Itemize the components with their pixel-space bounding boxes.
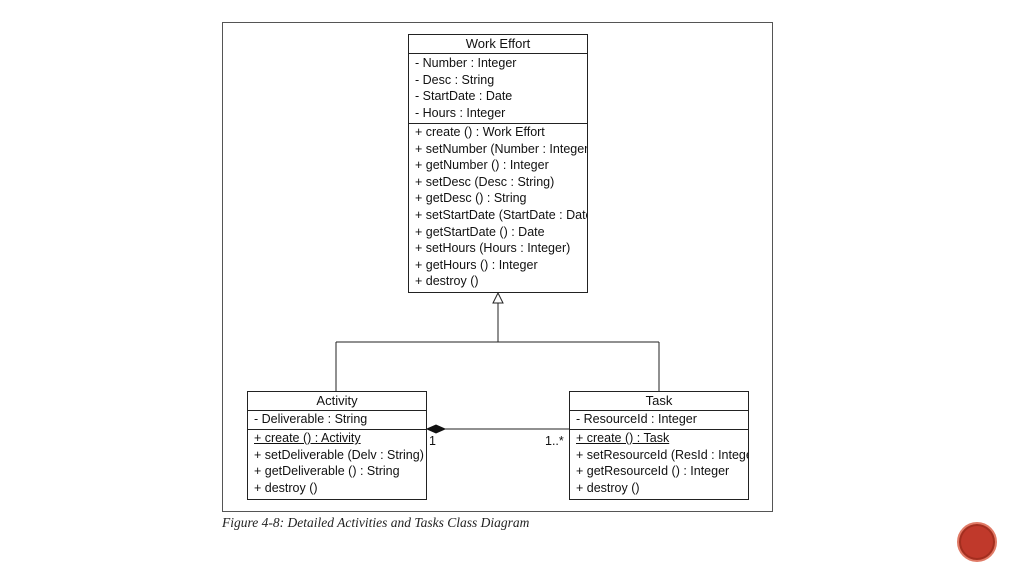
class-name: Task [570, 392, 748, 411]
class-operations: + create () : Work Effort + setNumber (N… [409, 124, 587, 292]
operation: + getHours () : Integer [415, 257, 538, 272]
attribute: - StartDate : Date [415, 89, 513, 104]
operation: + getStartDate () : Date [415, 224, 545, 239]
operation: + setStartDate (StartDate : Date) [415, 207, 587, 222]
slide-number-badge [957, 522, 997, 562]
class-name: Activity [248, 392, 426, 411]
operation: + destroy () [576, 480, 640, 495]
multiplicity-task: 1..* [545, 434, 564, 448]
attribute: - ResourceId : Integer [576, 412, 697, 426]
attribute: - Desc : String [415, 72, 495, 87]
operation: + getResourceId () : Integer [576, 464, 730, 479]
class-attributes: - ResourceId : Integer [570, 411, 748, 430]
operation: + getNumber () : Integer [415, 158, 549, 173]
attribute: - Deliverable : String [254, 412, 368, 426]
class-name: Work Effort [409, 35, 587, 54]
operation: + destroy () [254, 480, 318, 495]
class-attributes: - Deliverable : String [248, 411, 426, 430]
operation: + destroy () [415, 274, 479, 289]
class-attributes: - Number : Integer - Desc : String - Sta… [409, 54, 587, 124]
class-operations: + create () : Task + setResourceId (ResI… [570, 430, 748, 498]
attribute: - Hours : Integer [415, 105, 506, 120]
figure-caption: Figure 4-8: Detailed Activities and Task… [222, 515, 530, 530]
operation: + setDesc (Desc : String) [415, 174, 555, 189]
multiplicity-activity: 1 [429, 434, 436, 448]
class-activity: Activity - Deliverable : String + create… [247, 391, 427, 500]
operation: + setResourceId (ResId : Integer) [576, 447, 748, 462]
operation: + getDeliverable () : String [254, 464, 400, 479]
operation: + setNumber (Number : Integer) [415, 141, 587, 156]
class-work-effort: Work Effort - Number : Integer - Desc : … [408, 34, 588, 293]
class-operations: + create () : Activity + setDeliverable … [248, 430, 426, 498]
class-task: Task - ResourceId : Integer + create () … [569, 391, 749, 500]
attribute: - Number : Integer [415, 56, 517, 70]
figure-frame [222, 22, 773, 512]
operation: + setDeliverable (Delv : String) [254, 447, 424, 462]
operation: + create () : Work Effort [415, 125, 545, 139]
operation: + create () : Task [576, 431, 670, 445]
operation: + create () : Activity [254, 431, 361, 445]
operation: + getDesc () : String [415, 191, 527, 206]
operation: + setHours (Hours : Integer) [415, 241, 571, 256]
